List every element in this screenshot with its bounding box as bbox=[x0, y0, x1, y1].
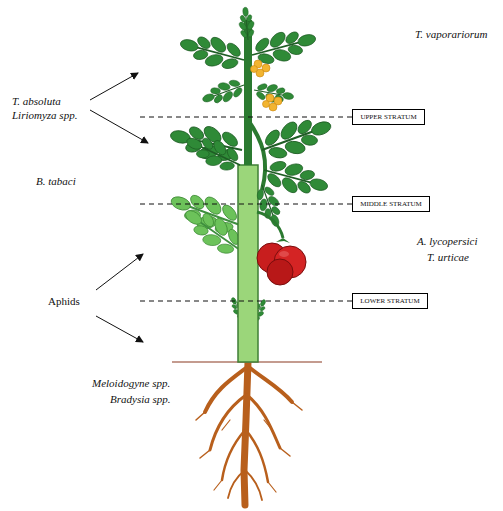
roots bbox=[196, 362, 302, 505]
species-label: Liriomyza spp. bbox=[12, 109, 77, 122]
stratum-label: LOWER STRATUM bbox=[360, 297, 419, 306]
flowers bbox=[251, 60, 283, 111]
group-label: Aphids bbox=[48, 295, 80, 308]
stratum-lines bbox=[140, 117, 352, 301]
stratum-box: MIDDLE STRATUM bbox=[352, 196, 430, 212]
stratum-label: UPPER STRATUM bbox=[360, 113, 416, 122]
species-label: Meloidogyne spp. bbox=[92, 377, 170, 390]
species-label: T. absoluta bbox=[12, 95, 61, 108]
species-label: Bradysia spp. bbox=[110, 393, 171, 406]
pointer-arrows bbox=[90, 73, 148, 342]
tomato-fruit bbox=[257, 238, 306, 285]
species-label: A. lycopersici bbox=[417, 235, 477, 248]
species-label: T. urticae bbox=[427, 251, 469, 264]
species-label: B. tabaci bbox=[36, 175, 76, 188]
stratum-box: LOWER STRATUM bbox=[352, 293, 428, 309]
species-label: T. vaporariorum bbox=[415, 28, 488, 41]
stem bbox=[238, 165, 258, 362]
stratum-box: UPPER STRATUM bbox=[352, 109, 425, 125]
stratum-label: MIDDLE STRATUM bbox=[360, 200, 422, 209]
